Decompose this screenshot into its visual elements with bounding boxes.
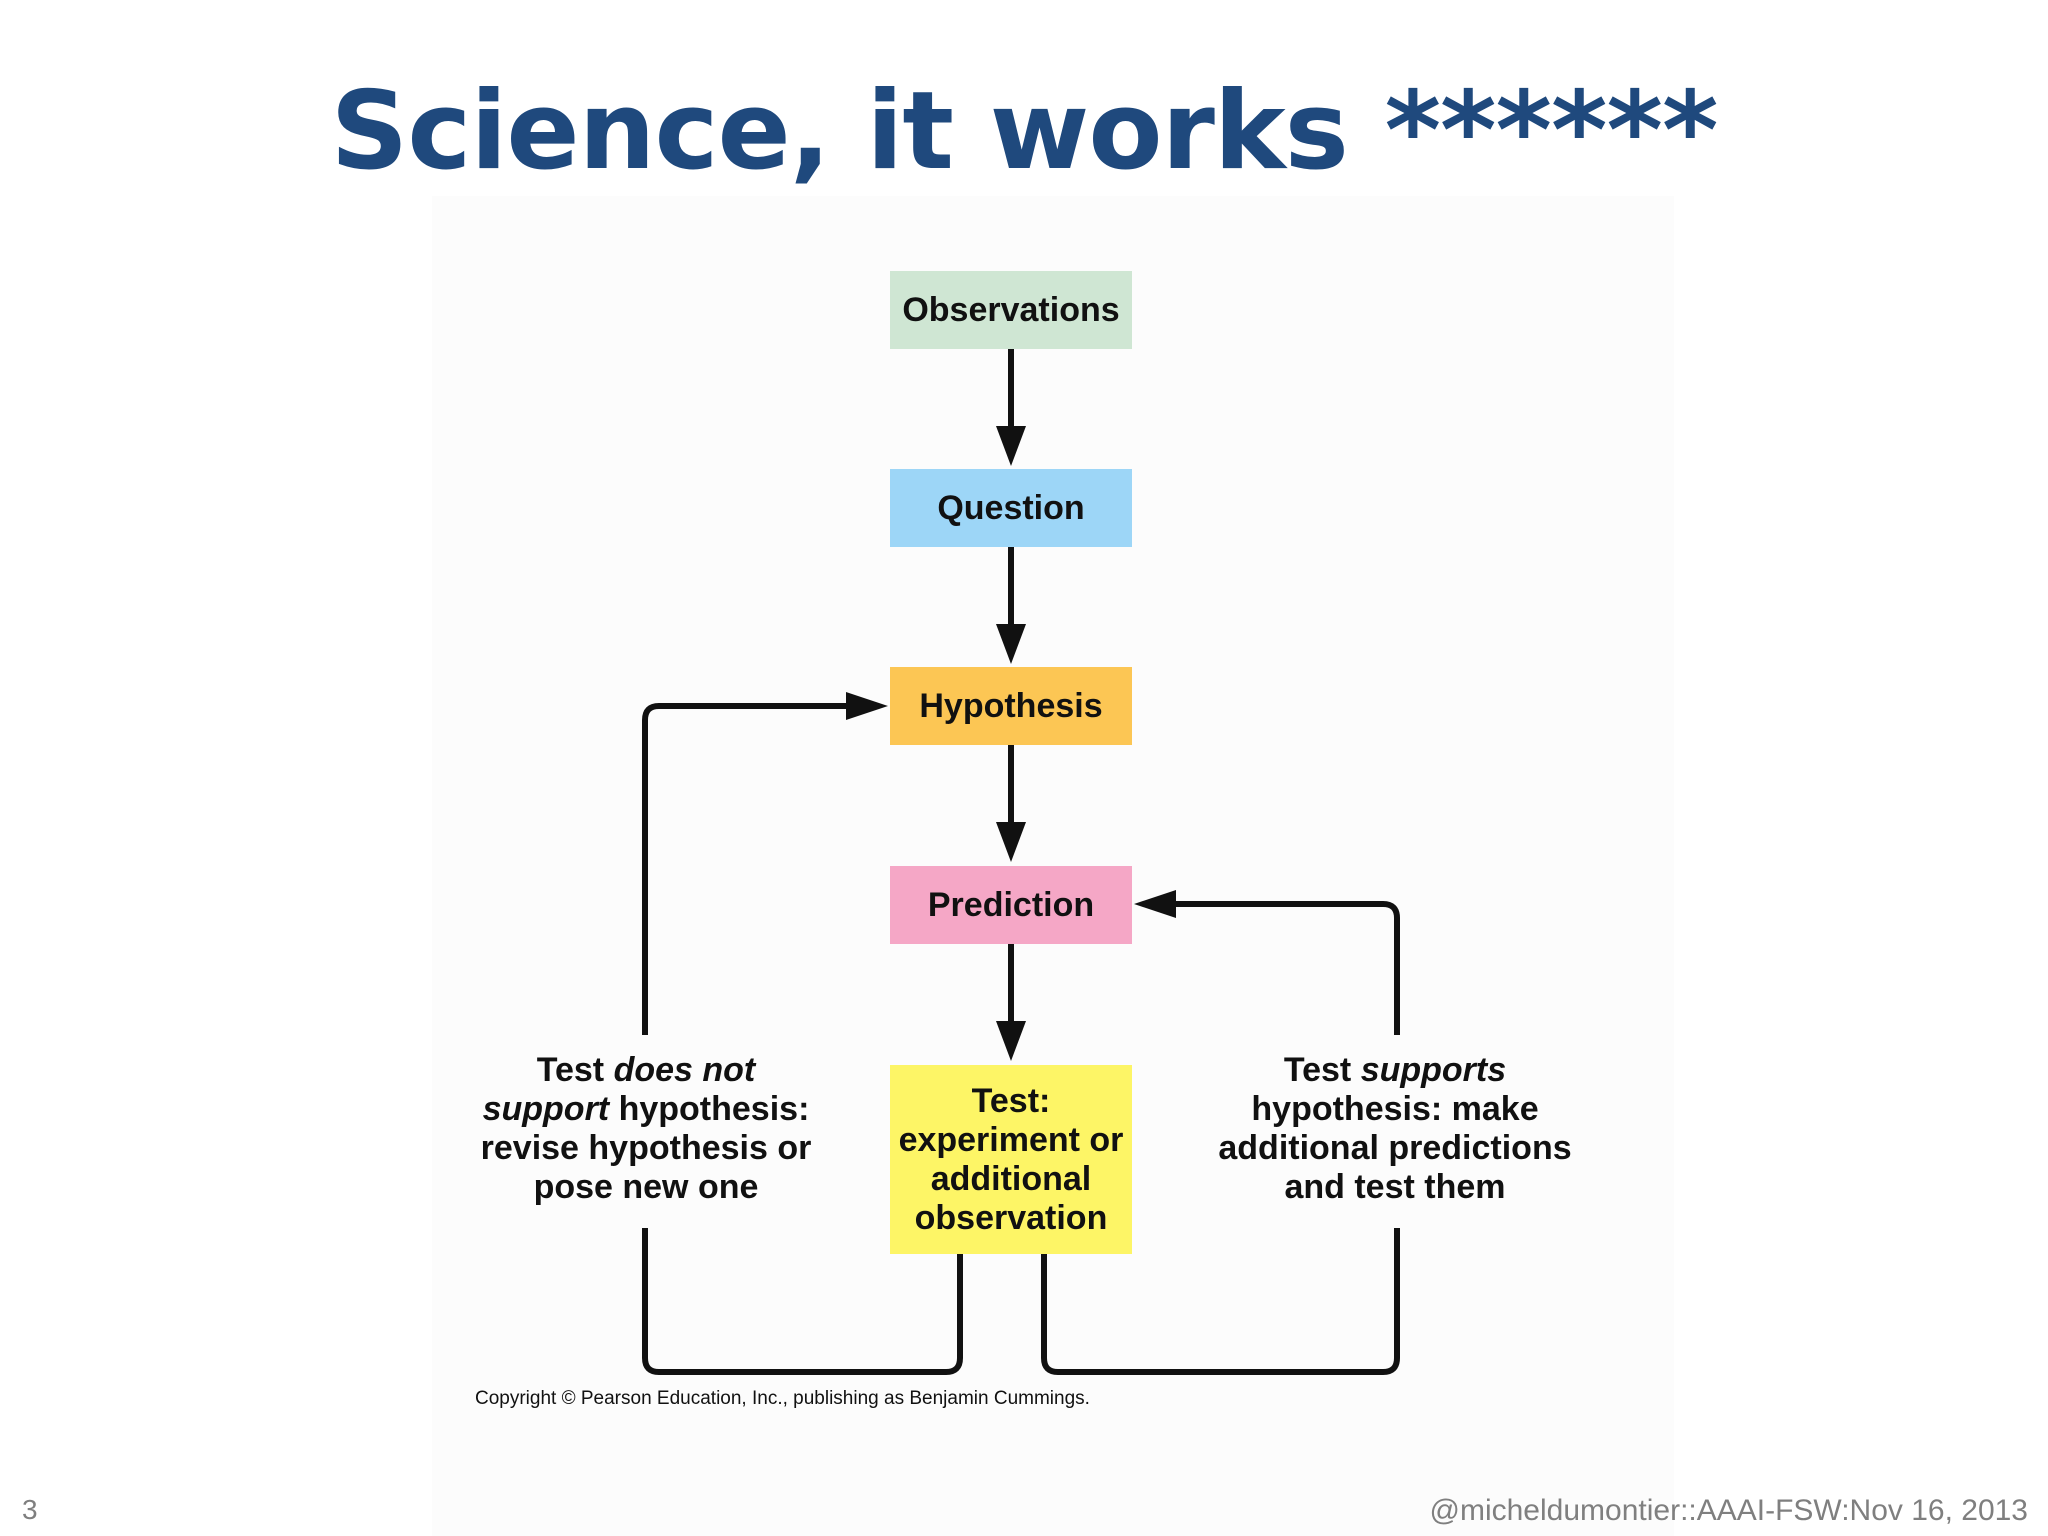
loop-left-lower — [642, 1228, 963, 1375]
node-question: Question — [890, 469, 1132, 547]
arrowhead-prediction — [996, 822, 1026, 862]
loop-right-caption-line-1: Test supports — [1195, 1051, 1595, 1090]
loop-right-caption-line-3: additional predictions — [1218, 1129, 1572, 1167]
loop-right-emphasis: supports — [1360, 1051, 1507, 1089]
loop-left-text: Test — [536, 1051, 614, 1089]
copyright-notice: Copyright © Pearson Education, Inc., pub… — [475, 1388, 1090, 1409]
loop-right-caption: Test supports hypothesis: make additiona… — [1195, 1051, 1595, 1207]
arrowhead-test — [996, 1021, 1026, 1061]
loop-left-emphasis: support — [482, 1090, 610, 1128]
slide-title: Science, it works ****** — [330, 69, 1719, 194]
arrowhead-left-loop — [846, 692, 888, 720]
loop-left-caption: Test does not support hypothesis: revise… — [456, 1051, 836, 1207]
loop-right-text: Test — [1283, 1051, 1361, 1089]
loop-right-upper — [1172, 901, 1400, 1035]
loop-left-caption-line-3: revise hypothesis or — [480, 1129, 812, 1167]
node-test-line-4: observation — [914, 1198, 1108, 1237]
node-test-line-3: additional — [930, 1159, 1092, 1198]
loop-left-caption-line-1: Test does not — [456, 1051, 836, 1090]
node-test-line-1: Test: — [971, 1081, 1051, 1120]
node-hypothesis: Hypothesis — [890, 667, 1132, 745]
node-test: Test: experiment or additional observati… — [890, 1065, 1132, 1254]
footer-attribution: @micheldumontier::AAAI-FSW:Nov 16, 2013 — [1429, 1494, 2028, 1527]
arrowhead-question — [996, 426, 1026, 466]
loop-right-lower — [1041, 1228, 1400, 1375]
slide-number: 3 — [22, 1494, 38, 1525]
node-hypothesis-label: Hypothesis — [919, 686, 1103, 725]
node-prediction-label: Prediction — [927, 885, 1095, 924]
node-prediction: Prediction — [890, 866, 1132, 944]
node-test-line-2: experiment or — [898, 1120, 1124, 1159]
loop-left-upper — [642, 703, 850, 1035]
node-observations-label: Observations — [902, 290, 1120, 329]
loop-right-caption-line-2: hypothesis: make — [1251, 1090, 1539, 1128]
node-question-label: Question — [937, 488, 1085, 527]
loop-left-caption-line-4: pose new one — [533, 1168, 759, 1206]
node-observations: Observations — [890, 271, 1132, 349]
loop-left-caption-line-2: support hypothesis: — [456, 1090, 836, 1129]
arrowhead-hypothesis — [996, 624, 1026, 664]
loop-right-caption-line-4: and test them — [1284, 1168, 1506, 1206]
loop-left-text: hypothesis: — [609, 1090, 810, 1128]
arrowhead-right-loop — [1134, 890, 1176, 918]
loop-left-emphasis: does not — [613, 1051, 756, 1089]
